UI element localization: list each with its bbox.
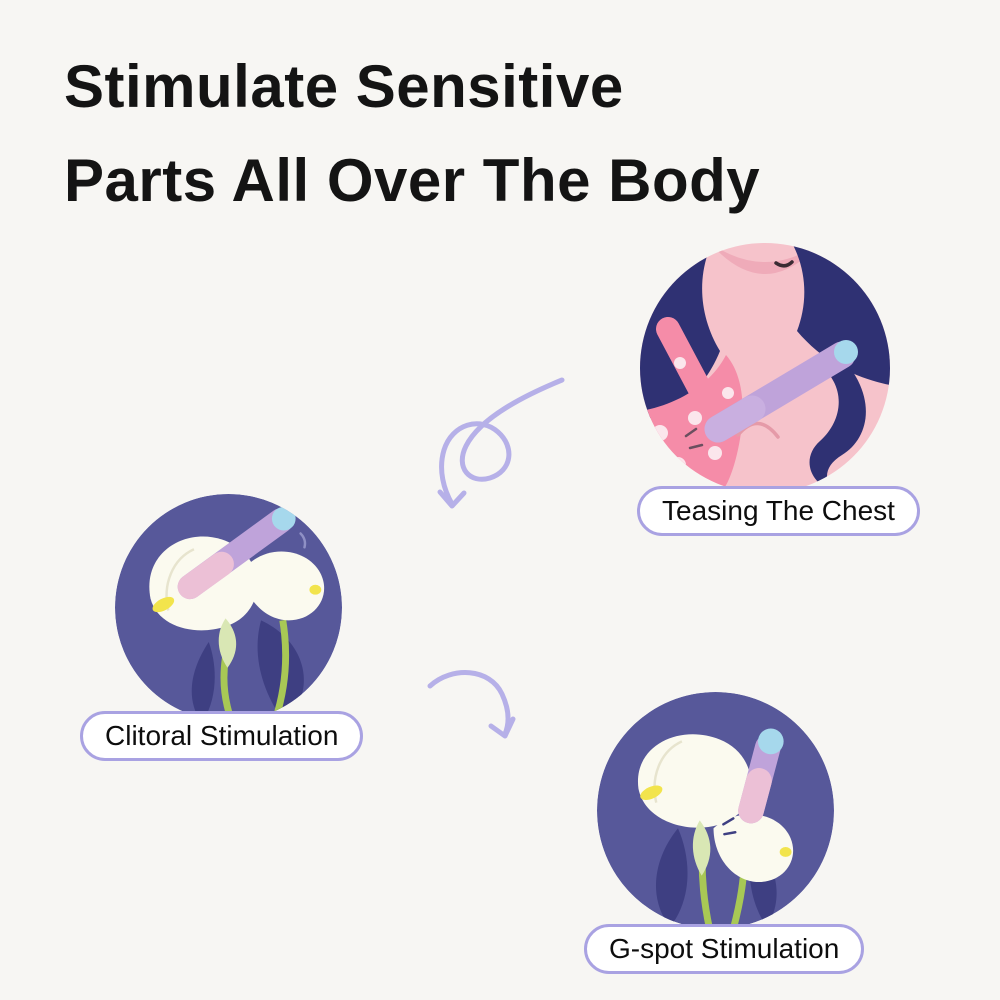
label-gspot-stimulation: G-spot Stimulation — [584, 924, 865, 974]
title-line-1: Stimulate Sensitive — [64, 53, 624, 120]
calla-lily-wand-icon — [115, 494, 342, 721]
woman-with-wand-icon — [640, 243, 890, 493]
label-clitoral-stimulation: Clitoral Stimulation — [80, 711, 364, 761]
spiral-arrow-icon — [439, 377, 565, 507]
label-teasing-the-chest: Teasing The Chest — [637, 486, 920, 536]
teasing-chest-illustration — [640, 243, 890, 493]
title-line-2: Parts All Over The Body — [64, 147, 761, 214]
gspot-stimulation-illustration — [597, 692, 834, 929]
calla-lily-wand-icon — [597, 692, 834, 929]
curved-arrow-icon — [427, 670, 511, 737]
page-title: Stimulate Sensitive Parts All Over The B… — [64, 40, 760, 228]
clitoral-stimulation-illustration — [115, 494, 342, 721]
curved-arrowhead-icon — [488, 716, 516, 739]
spiral-arrowhead-icon — [437, 489, 467, 509]
